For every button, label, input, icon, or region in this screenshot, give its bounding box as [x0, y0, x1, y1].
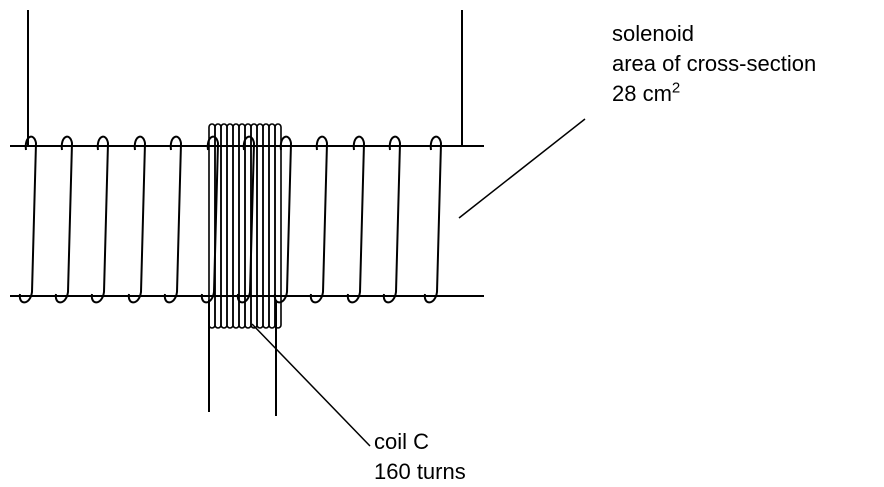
solenoid-turn — [127, 135, 147, 304]
coil-loop — [256, 123, 264, 329]
solenoid-label: solenoid area of cross-section 28 cm2 — [612, 19, 816, 109]
coil-pointer-line — [251, 323, 371, 447]
solenoid-turn — [163, 135, 183, 304]
coil-loop — [226, 123, 234, 329]
solenoid-turn — [54, 135, 74, 304]
solenoid-windings — [18, 135, 443, 304]
coil-loop — [220, 123, 228, 329]
coil-name: coil C — [374, 429, 430, 454]
solenoid-pointer-line — [458, 118, 586, 219]
solenoid-turn — [90, 135, 110, 304]
solenoid-turn — [346, 135, 366, 304]
solenoid-turn — [382, 135, 402, 304]
solenoid-area-text: area of cross-section — [612, 51, 817, 76]
solenoid-area-value-line: 28 cm2 — [612, 79, 816, 109]
solenoid-area-value: 28 cm — [612, 81, 672, 106]
coil-loop — [238, 123, 246, 329]
coil-loop — [262, 123, 270, 329]
coil-turns: 160 turns — [374, 459, 466, 484]
solenoid-name: solenoid — [612, 21, 694, 46]
solenoid-area-exponent: 2 — [671, 79, 681, 97]
solenoid-turn — [309, 135, 329, 304]
solenoid-turn — [423, 135, 443, 304]
solenoid-turn — [273, 135, 293, 304]
coil-loop — [274, 123, 282, 329]
coil-c-windings — [208, 123, 282, 329]
solenoid-turn — [18, 135, 38, 304]
coil-label: coil C 160 turns — [374, 427, 466, 487]
